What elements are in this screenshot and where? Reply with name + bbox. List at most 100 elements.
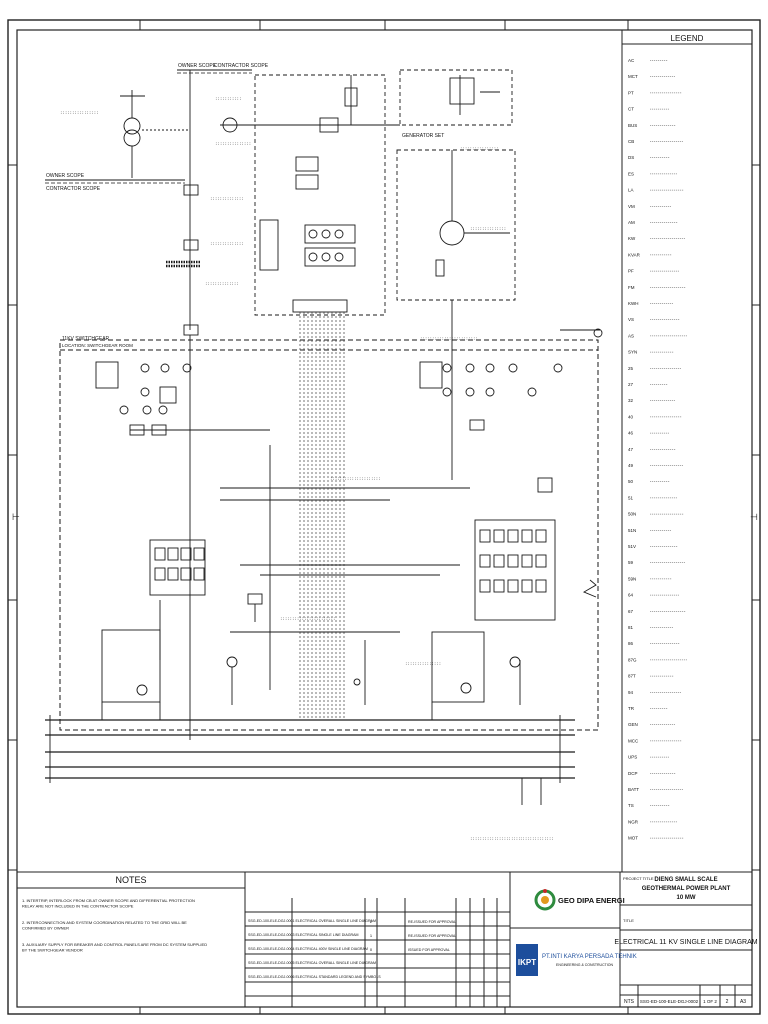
legend-item: 51 bbox=[628, 495, 677, 500]
legend-code: 50 bbox=[628, 479, 634, 484]
legend-item: KVAR bbox=[628, 252, 672, 257]
legend-code: SYN bbox=[628, 350, 637, 355]
legend-item: TR bbox=[628, 706, 668, 711]
grid-transformer bbox=[120, 90, 190, 178]
legend-code: 25 bbox=[628, 366, 634, 371]
note-item: 3. AUXILIARY SUPPLY FOR BREAKER AND CONT… bbox=[22, 942, 207, 953]
project-label: PROJECT TITLE bbox=[623, 876, 654, 881]
revision-description: RE-ISSUED FOR APPROVAL bbox=[408, 934, 456, 938]
legend-code: 32 bbox=[628, 398, 634, 403]
legend-item: 25 bbox=[628, 366, 681, 371]
legend-code: 87T bbox=[628, 674, 636, 679]
drawing-size: A3 bbox=[740, 999, 746, 1005]
legend-code: VM bbox=[628, 204, 635, 209]
mv-switchgear-location: LOCATION: SWITCHGEAR ROOM bbox=[62, 343, 133, 348]
legend-code: 87G bbox=[628, 657, 637, 662]
legend-item: 47 bbox=[628, 447, 676, 452]
legend-code: 81 bbox=[628, 625, 634, 630]
legend-code: 51V bbox=[628, 544, 636, 549]
legend-item: GEN bbox=[628, 722, 675, 727]
legend-code: 67 bbox=[628, 609, 634, 614]
svg-text:::::::::::::::::: :::::::::::::::: bbox=[60, 110, 99, 115]
legend-item: 51V bbox=[628, 544, 678, 549]
legend-code: MCC bbox=[628, 738, 639, 743]
svg-text:::::::::::::::: :::::::::::::: bbox=[520, 836, 554, 841]
svg-text::::::::::::::::::::::: ::::::::::::::::::::: bbox=[330, 476, 381, 481]
revision-number: 0 bbox=[370, 947, 373, 952]
svg-text:::::::::::::::::: :::::::::::::::: bbox=[460, 146, 499, 151]
generator-set-label: GENERATOR SET bbox=[402, 133, 444, 139]
svg-text::::::::::::::::: ::::::::::::::: bbox=[405, 661, 441, 666]
reference-drawing-row: SSG-ED-100-ELE-DGJ-0006 ELECTRICAL STAND… bbox=[248, 975, 381, 979]
legend-item: PT bbox=[628, 90, 682, 95]
legend-item: TS bbox=[628, 803, 670, 808]
legend-code: 86 bbox=[628, 641, 634, 646]
legend-code: PF bbox=[628, 269, 634, 274]
legend-code: AC bbox=[628, 58, 635, 63]
contractor-scope-label-top: CONTRACTOR SCOPE bbox=[214, 63, 269, 69]
legend-code: KVAR bbox=[628, 252, 641, 257]
legend-code: 51N bbox=[628, 528, 636, 533]
owner-scope-label-top: OWNER SCOPE bbox=[178, 63, 217, 69]
legend-code: TS bbox=[628, 803, 634, 808]
legend-item: 46 bbox=[628, 431, 669, 436]
legend-item: MCC bbox=[628, 738, 682, 743]
contractor-logo: IKPT PT.INTI KARYA PERSADA TEHNIK ENGINE… bbox=[516, 944, 637, 976]
legend-item: 87T bbox=[628, 674, 674, 679]
legend-code: BUS bbox=[628, 123, 637, 128]
contractor-logo-text: IKPT bbox=[518, 958, 536, 967]
legend-code: KWH bbox=[628, 301, 639, 306]
drawing-scale: NTS bbox=[624, 999, 635, 1005]
note-item: 1. INTERTRIP, INTERLOCK FROM CB AT OWNER… bbox=[22, 898, 195, 909]
legend-code: AM bbox=[628, 220, 635, 225]
legend-code: 50N bbox=[628, 512, 636, 517]
legend-item: 67 bbox=[628, 609, 686, 614]
legend-item: MCT bbox=[628, 74, 675, 79]
legend-item: ES bbox=[628, 171, 677, 176]
notes-list: 1. INTERTRIP, INTERLOCK FROM CB AT OWNER… bbox=[22, 898, 207, 953]
legend-item: 40 bbox=[628, 414, 682, 419]
drawing-number: SSG-ED-100-ELE-DGJ-0002 bbox=[640, 999, 699, 1004]
legend-code: 51 bbox=[628, 495, 634, 500]
legend-title: LEGEND bbox=[671, 34, 704, 43]
diagram-body bbox=[45, 69, 603, 805]
notes-title: NOTES bbox=[115, 875, 146, 885]
legend-code: 49 bbox=[628, 463, 634, 468]
owner-logo: GEO DIPA ENERGI bbox=[534, 889, 625, 911]
legend-code: 40 bbox=[628, 414, 634, 419]
legend-code: MCT bbox=[628, 74, 638, 79]
svg-text:⊣: ⊣ bbox=[750, 512, 758, 522]
legend-item: NGR bbox=[628, 819, 677, 824]
note-item: 2. INTERCONNECTION AND SYSTEM COORDINATI… bbox=[22, 920, 187, 931]
legend-item: 32 bbox=[628, 398, 675, 403]
legend-item: 51N bbox=[628, 528, 671, 533]
legend-code: DS bbox=[628, 155, 634, 160]
legend-code: PT bbox=[628, 90, 634, 95]
drawing-title-label: TITLE bbox=[623, 918, 634, 923]
legend-item: VM bbox=[628, 204, 671, 209]
revision-number: 2 bbox=[370, 919, 373, 924]
reference-drawing-row: SSG-ED-100-ELE-DGJ-0005 ELECTRICAL OVERA… bbox=[248, 961, 376, 965]
reference-drawing-row: SSG-ED-100-ELE-DGJ-0003 ELECTRICAL SINGL… bbox=[248, 933, 359, 937]
project-line2: GEOTHERMAL POWER PLANT bbox=[642, 886, 731, 892]
legend-item: 27 bbox=[628, 382, 668, 387]
contractor-scope-label: CONTRACTOR SCOPE bbox=[46, 186, 101, 192]
svg-text:::::::::::::::: :::::::::::::: bbox=[210, 241, 244, 246]
legend-item: BATT bbox=[628, 787, 683, 792]
legend-item: KW bbox=[628, 236, 685, 241]
legend-code: VS bbox=[628, 317, 634, 322]
legend-code: 46 bbox=[628, 431, 634, 436]
legend-item: UPS bbox=[628, 755, 669, 760]
diagram-annotations: :::::::::::::::: ::::::::::: :::::::::::… bbox=[60, 96, 554, 841]
svg-text::::::::::::: ::::::::::: bbox=[215, 96, 242, 101]
legend-item: LA bbox=[628, 188, 684, 193]
revision-number: 1 bbox=[370, 933, 373, 938]
legend-code: 94 bbox=[628, 690, 634, 695]
contractor-subtitle: ENGINEERING & CONSTRUCTION bbox=[556, 963, 613, 967]
legend-code: ES bbox=[628, 171, 634, 176]
legend-code: LA bbox=[628, 188, 634, 193]
svg-text:⊢: ⊢ bbox=[12, 512, 20, 522]
legend-item: AM bbox=[628, 220, 678, 225]
contractor-name: PT.INTI KARYA PERSADA TEHNIK bbox=[542, 954, 637, 960]
